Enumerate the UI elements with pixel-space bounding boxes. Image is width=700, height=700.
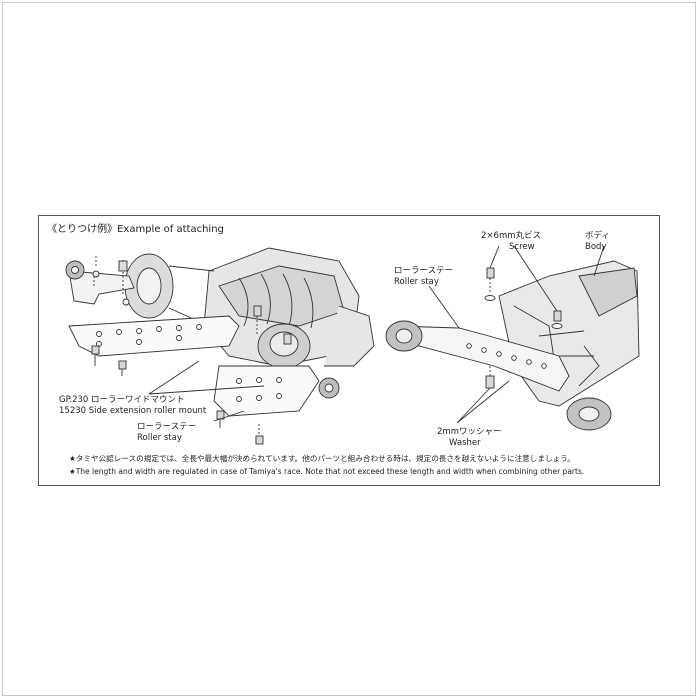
- mount-label-jp: GP.230 ローラーワイドマウント: [59, 395, 185, 405]
- mount-label-en: 15230 Side extension roller mount: [59, 406, 207, 416]
- roller-stay-right-label-jp: ローラーステー: [394, 266, 454, 276]
- screw-label-jp: 2×6mm丸ビス: [481, 231, 541, 241]
- regulation-note-jp: ★タミヤ公認レースの規定では、全長や最大幅が決められています。他のパーツと組み合…: [69, 454, 575, 463]
- assembly-illustration: [65, 245, 640, 445]
- regulation-note-en: ★The length and width are regulated in c…: [69, 467, 585, 476]
- washer-label-jp: 2mmワッシャー: [437, 427, 502, 437]
- chassis-illustration: [124, 247, 375, 399]
- side-extension-mount-plate: [68, 315, 320, 417]
- roller-stay-left-label-jp: ローラーステー: [137, 422, 197, 432]
- section-title: 《とりつけ例》Example of attaching: [47, 224, 224, 235]
- roller-stay-left-top: [65, 256, 135, 306]
- roller-stay-right: [385, 320, 612, 431]
- roller-stay-right-label-en: Roller stay: [394, 277, 439, 287]
- body-shell-illustration: [498, 260, 640, 407]
- instruction-panel: 《とりつけ例》Example of attaching 2×6mm丸ビス Scr…: [38, 215, 660, 486]
- washer-label-en: Washer: [449, 438, 481, 448]
- leader-lines-left: [148, 360, 265, 422]
- screws-left: [91, 305, 292, 445]
- roller-stay-left-label-en: Roller stay: [137, 433, 182, 443]
- screw-label-en: Screw: [509, 242, 535, 252]
- leader-lines-right: [428, 245, 605, 424]
- body-label-jp: ボディ: [585, 231, 610, 241]
- screws-right: [484, 267, 563, 389]
- body-label-en: Body: [585, 242, 607, 252]
